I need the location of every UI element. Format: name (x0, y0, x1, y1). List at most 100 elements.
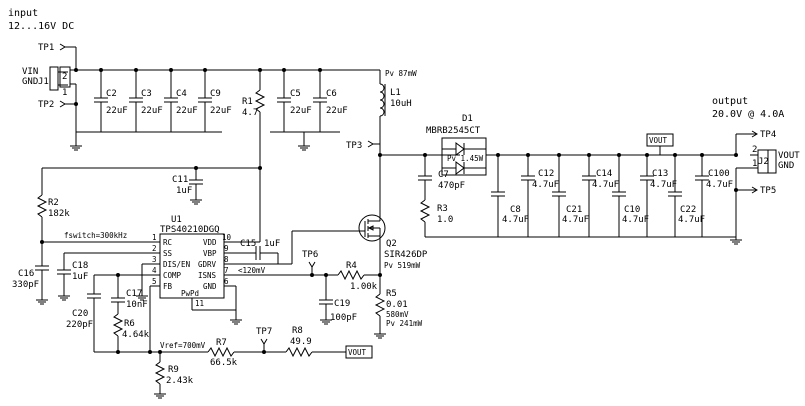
diode-d1: D1 MBRB2545CT Pv 1.45W (426, 114, 487, 176)
j2-pin2: 2 (752, 145, 757, 155)
c5-ref: C5 (290, 89, 301, 99)
u1-pin1-name: RC (163, 238, 172, 247)
output-capacitor-c21: C21 4.7uF (552, 155, 589, 237)
u1-pad-name: PwPd (181, 289, 199, 298)
vout-flag-top-label: VOUT (649, 136, 668, 145)
resistor-r2: R2 182k (36, 168, 70, 242)
connector-j2: 2 1 J2 VOUT GND (735, 133, 800, 191)
r1-ref: R1 (242, 97, 253, 107)
tp6-label: TP6 (302, 250, 318, 260)
capacitor-c11: C11 1uF (172, 168, 203, 200)
u1-pin10-num: 10 (222, 233, 232, 242)
c7-ref: C7 (438, 170, 449, 180)
r9-ref: R9 (168, 365, 179, 375)
c21-ref: C21 (566, 205, 582, 215)
r2-ref: R2 (48, 198, 59, 208)
resistor-r9: R9 2.43k (154, 352, 194, 394)
resistor-r7: R7 66.5k (207, 338, 286, 368)
tp5-arrow (751, 186, 758, 194)
fsw-annotation: fswitch=300kHz (64, 231, 127, 240)
output-capacitor-c8: C8 4.7uF (491, 155, 529, 237)
u1-pin3-num: 3 (152, 255, 157, 264)
j2-vout-label: VOUT (778, 151, 800, 161)
c20-ref: C20 (72, 309, 88, 319)
r7-value: 66.5k (210, 358, 238, 368)
r4-value: 1.00k (350, 282, 378, 292)
output-heading: output (712, 96, 748, 107)
output-capacitor-c10: C10 4.7uF (612, 155, 649, 237)
j2-gnd-label: GND (778, 161, 794, 171)
c13-value: 4.7uF (650, 180, 677, 190)
ground-symbol (36, 299, 48, 305)
c10-ref: C10 (624, 205, 640, 215)
tp5-label: TP5 (760, 186, 776, 196)
j1-vin-label: VIN (22, 67, 38, 77)
r5-ref: R5 (386, 289, 397, 299)
r8-value: 49.9 (290, 337, 312, 347)
c18-value: 1uF (72, 272, 88, 282)
u1-pin3-name: DIS/EN (163, 260, 190, 269)
c12-ref: C12 (538, 169, 554, 179)
input-range: 12...16V DC (8, 21, 74, 32)
c4-value: 22uF (176, 106, 198, 116)
u1-pin9-num: 9 (224, 244, 229, 253)
u1-pin7-num: 7 (224, 266, 229, 275)
r1-value: 4.7 (242, 108, 258, 118)
capacitor-c15: C15 1uF (234, 239, 280, 264)
c15-value: 1uF (264, 239, 280, 249)
snubber-capacitor-c7: C7 470pF (418, 155, 465, 200)
tp3-arrow (367, 140, 374, 148)
capacitor-c19: C19 100pF (319, 275, 357, 323)
u1-pin6-name: GND (203, 282, 217, 291)
ground-symbol (230, 319, 242, 325)
c14-ref: C14 (596, 169, 612, 179)
c19-ref: C19 (334, 299, 350, 309)
c18-ref: C18 (72, 261, 88, 271)
tp6-arrow (308, 261, 316, 268)
l1-value: 10uH (390, 99, 412, 109)
tp1-label: TP1 (38, 43, 54, 53)
r6-ref: R6 (124, 319, 135, 329)
r7-ref: R7 (216, 338, 227, 348)
u1-pin10-name: VDD (203, 238, 217, 247)
c22-ref: C22 (680, 205, 696, 215)
ground-symbol (190, 199, 202, 205)
c16-ref: C16 (18, 269, 34, 279)
q2-part: SIR426DP (384, 250, 428, 260)
u1-part: TPS40210DGQ (160, 225, 220, 235)
ground-symbol (136, 295, 148, 301)
u1-pin4-name: COMP (163, 271, 182, 280)
c14-value: 4.7uF (592, 180, 619, 190)
c17-ref: C17 (126, 289, 142, 299)
c7-value: 470pF (438, 181, 465, 191)
resistor-r8: R8 49.9 (285, 326, 346, 358)
c2-ref: C2 (106, 89, 117, 99)
ground-symbol (70, 145, 82, 151)
mosfet-q2: Q2 SIR426DP Pv 519mW (358, 212, 428, 275)
u1-pin1-num: 1 (152, 233, 157, 242)
tp7-label: TP7 (256, 327, 272, 337)
c6-value: 22uF (326, 106, 348, 116)
capacitor-c17: C17 10nF (111, 275, 148, 314)
c4-ref: C4 (176, 89, 187, 99)
vref-annotation: Vref=700mV (160, 341, 206, 350)
c11-value: 1uF (176, 186, 192, 196)
resistor-r4: R4 1.00k (337, 261, 380, 292)
vout-flag-bottom: VOUT (345, 345, 373, 359)
c100-value: 4.7uF (706, 180, 733, 190)
c9-ref: C9 (210, 89, 221, 99)
c13-ref: C13 (652, 169, 668, 179)
c2-value: 22uF (106, 106, 128, 116)
r4-ref: R4 (346, 261, 357, 271)
ground-symbol (320, 319, 332, 325)
tp4-label: TP4 (760, 130, 776, 140)
c10-value: 4.7uF (622, 215, 649, 225)
isns-annotation: <120mV (238, 266, 266, 275)
tp3-label: TP3 (346, 141, 362, 151)
ic-u1: U1 TPS40210DGQ 1 2 3 4 5 RC SS DIS/EN CO… (150, 215, 234, 310)
output-capacitor-c100: C100 4.7uF (695, 155, 733, 237)
vout-flag-top: VOUT (646, 133, 674, 155)
r3-ref: R3 (437, 204, 448, 214)
c21-value: 4.7uF (562, 215, 589, 225)
u1-pin8-name: GDRV (198, 260, 217, 269)
